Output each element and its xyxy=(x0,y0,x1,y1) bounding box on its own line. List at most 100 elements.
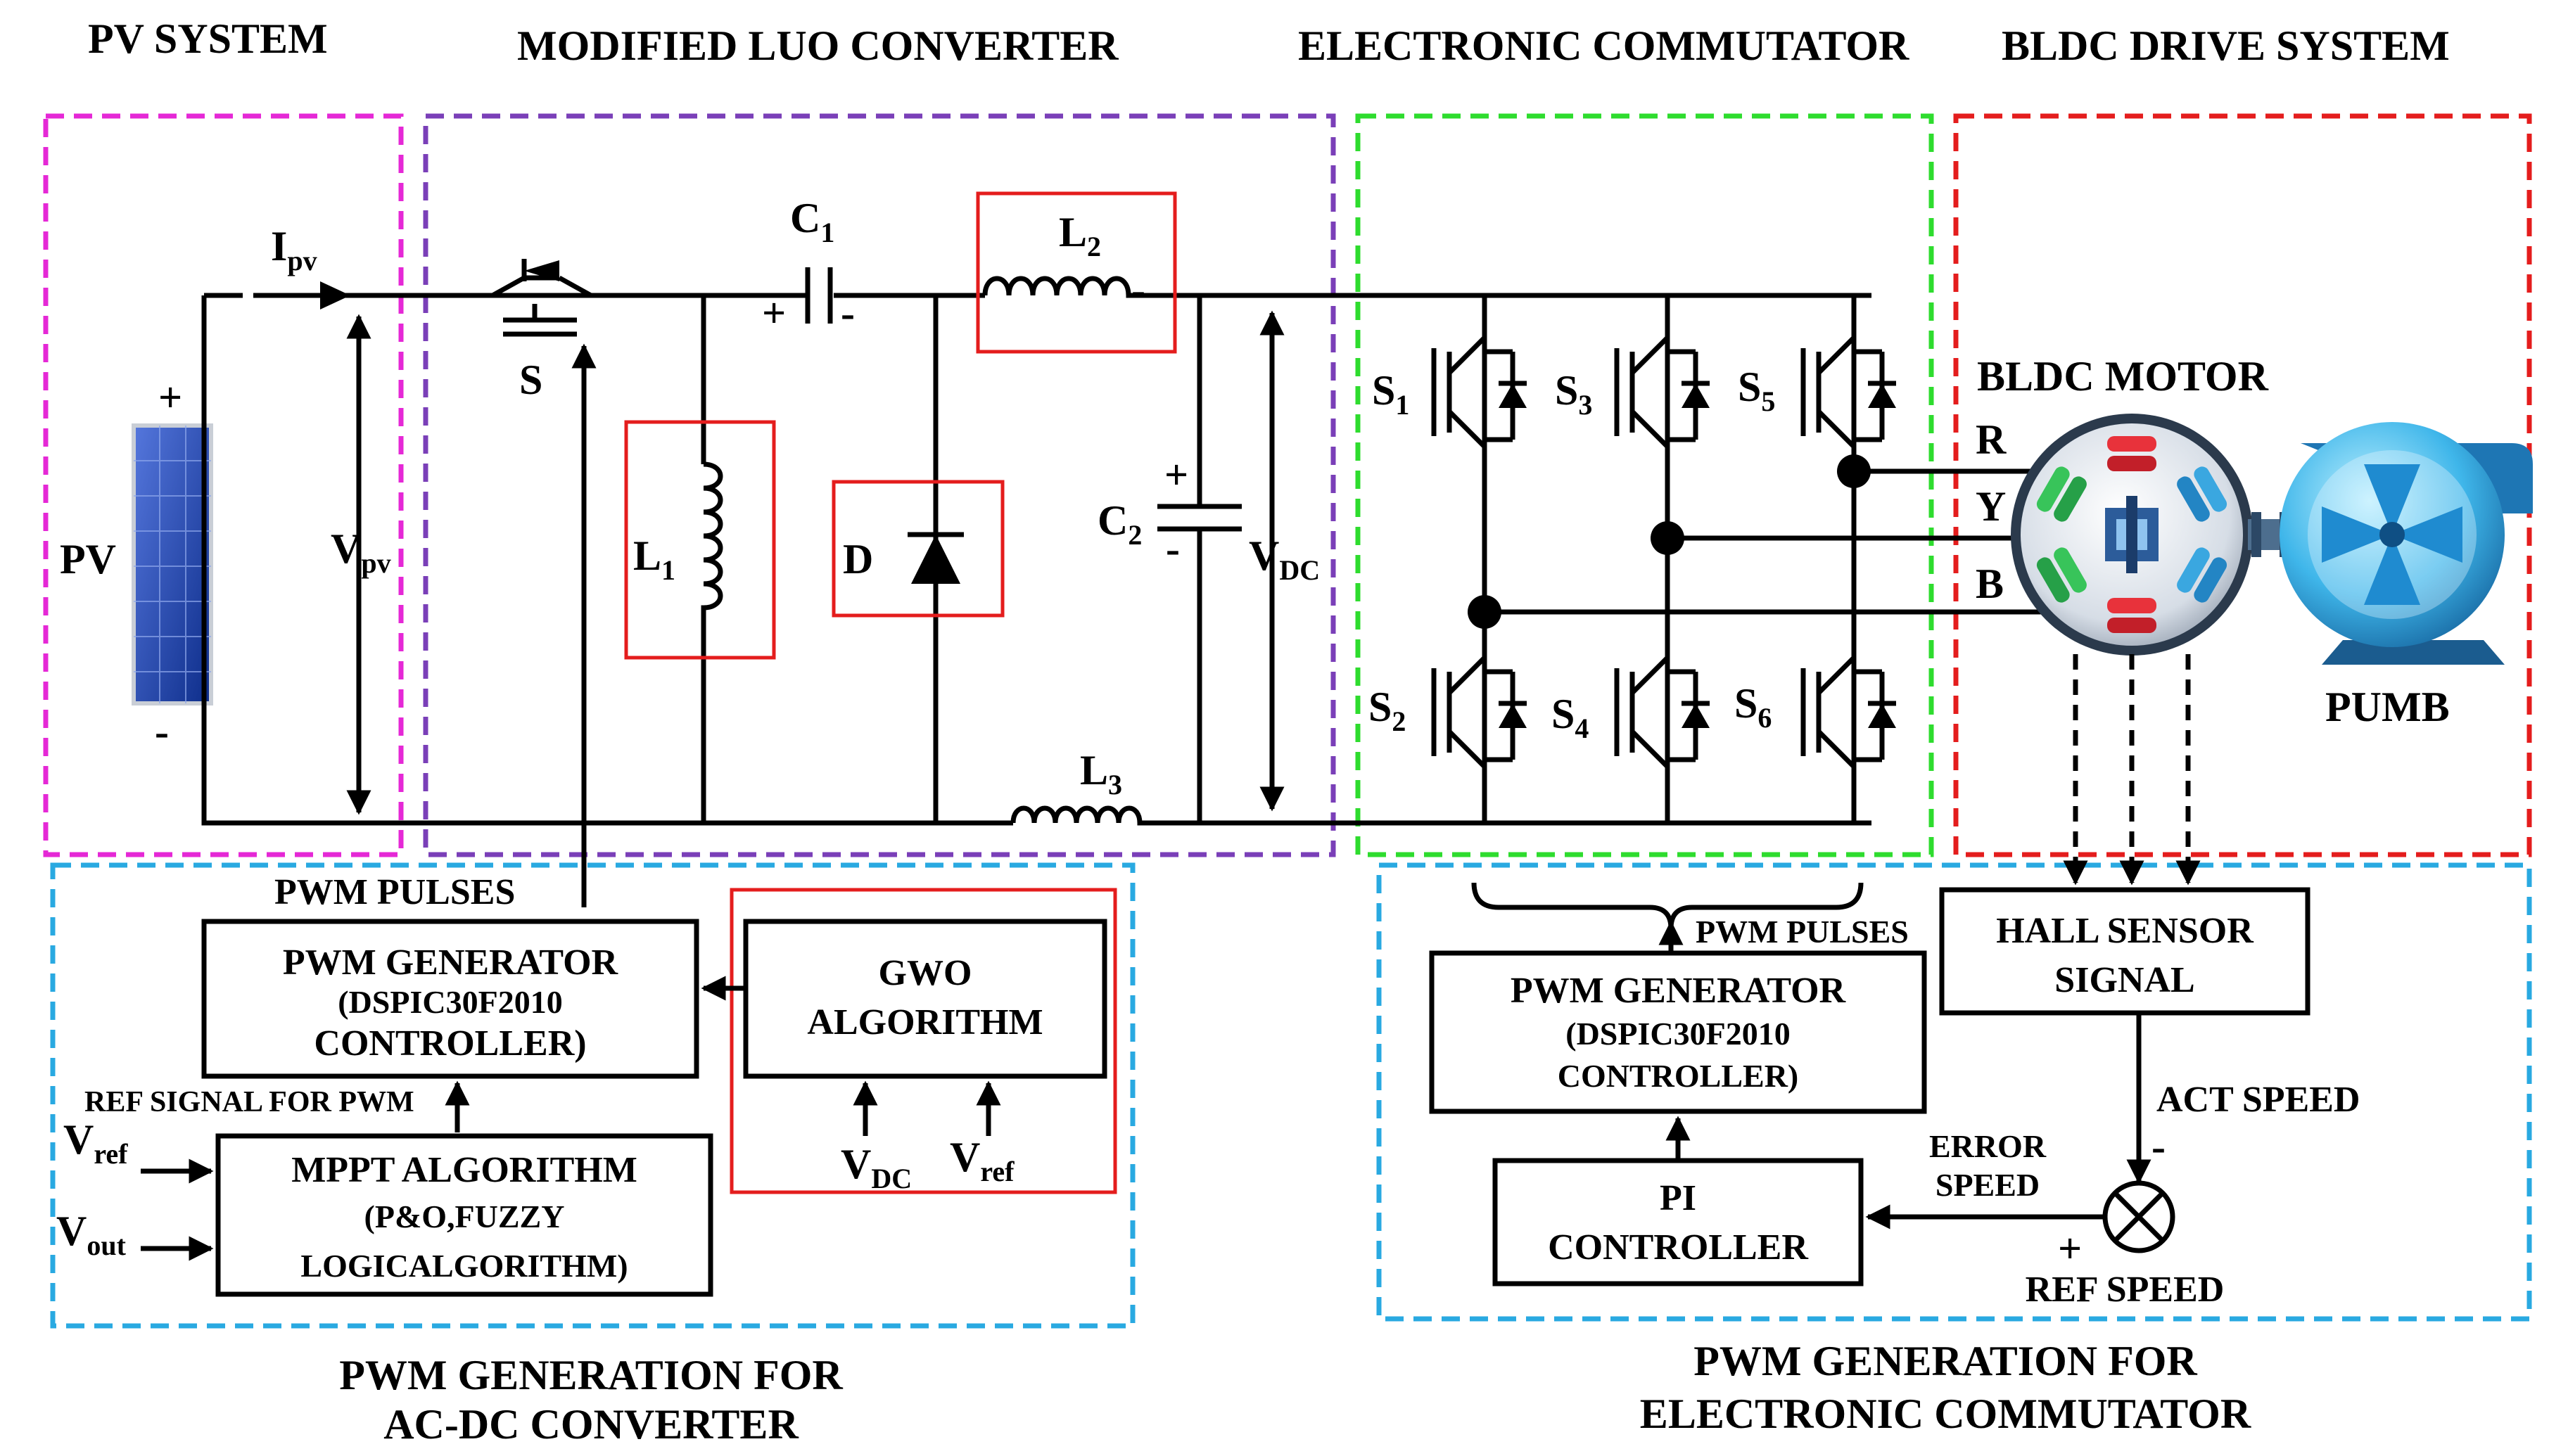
ipv-label: Ipv xyxy=(271,223,317,276)
pv-label: PV xyxy=(60,536,116,582)
gwo-line1: GWO xyxy=(879,953,972,993)
phase-r-label: R xyxy=(1976,416,2007,463)
bldc-motor-title: BLDC MOTOR xyxy=(1977,353,2269,400)
act-speed-label: ACT SPEED xyxy=(2156,1080,2360,1120)
hall-feedback-lines xyxy=(2063,654,2201,886)
vpv-label: Vpv xyxy=(331,525,391,579)
c2-plus-sign: + xyxy=(1164,452,1188,498)
right-pwm-generator-line3: CONTROLLER) xyxy=(1558,1058,1798,1094)
pwm-acdc-title-line2: AC-DC CONVERTER xyxy=(383,1401,799,1448)
gwo-highlight-box xyxy=(730,888,1117,1194)
inductor-l2-icon xyxy=(982,276,1140,298)
left-pwm-generator-box xyxy=(201,919,699,1079)
mppt-line2: (P&O,FUZZY xyxy=(364,1199,565,1234)
c2-label: C2 xyxy=(1098,497,1142,551)
switch-s-label: S xyxy=(519,357,542,403)
right-pwm-generator-line2: (DSPIC30F2010 xyxy=(1565,1016,1790,1052)
ipv-arrow-icon xyxy=(320,281,350,309)
s4-label: S4 xyxy=(1551,691,1589,744)
mppt-algorithm-box xyxy=(215,1133,713,1297)
vref-input-label: Vref xyxy=(63,1116,128,1170)
s5-label: S5 xyxy=(1738,364,1775,417)
pv-negative-bus xyxy=(201,295,1013,826)
error-speed-line1: ERROR xyxy=(1929,1128,2047,1164)
switch-s-icon xyxy=(491,259,592,337)
l1-highlight-box xyxy=(624,420,776,660)
pwm-commutator-title-line2: ELECTRONIC COMMUTATOR xyxy=(1640,1391,2251,1437)
pv-minus-sign: - xyxy=(155,708,169,755)
c1-plus-sign: + xyxy=(762,290,786,336)
gwo-algorithm-box xyxy=(743,919,1107,1079)
gwo-vref-label: Vref xyxy=(950,1134,1015,1187)
hall-sensor-line2: SIGNAL xyxy=(2054,960,2194,1000)
right-pwm-generator-line1: PWM GENERATOR xyxy=(1511,971,1847,1011)
capacitor-c2-icon xyxy=(1157,504,1242,532)
vout-input-label: Vout xyxy=(56,1208,127,1261)
hall-sensor-line1: HALL SENSOR xyxy=(1996,911,2254,951)
pwm-acdc-title-line1: PWM GENERATION FOR xyxy=(339,1352,843,1398)
phase-y-label: Y xyxy=(1976,483,2006,530)
act-speed-minus-sign: - xyxy=(2151,1123,2166,1170)
s1-label: S1 xyxy=(1372,367,1409,421)
left-pwm-pulses-label: PWM PULSES xyxy=(274,872,515,912)
bldc-motor-icon xyxy=(2011,414,2297,656)
l2-minus-sign: - xyxy=(1131,267,1145,313)
ref-speed-label: REF SPEED xyxy=(2026,1270,2225,1310)
pwm-commutator-frame xyxy=(1376,862,2532,1322)
ref-speed-plus-sign: + xyxy=(2058,1225,2082,1272)
gwo-line2: ALGORITHM xyxy=(807,1002,1043,1042)
commutator-frame xyxy=(1355,113,1934,857)
igbt-s2-icon xyxy=(1431,656,1527,769)
error-speed-line2: SPEED xyxy=(1935,1167,2040,1203)
s2-label: S2 xyxy=(1368,684,1406,737)
s3-label: S3 xyxy=(1555,367,1592,421)
pv-plus-sign: + xyxy=(158,374,182,421)
inverter-bridge xyxy=(1468,295,2051,823)
section-title-bldc: BLDC DRIVE SYSTEM xyxy=(2002,23,2450,69)
right-pwm-pulses-label: PWM PULSES xyxy=(1696,914,1909,950)
summing-junction-icon xyxy=(2102,1180,2175,1253)
vdc-label: VDC xyxy=(1249,532,1320,586)
section-title-commutator: ELECTRONIC COMMUTATOR xyxy=(1298,23,1909,69)
mppt-line3: LOGICALGORITHM) xyxy=(300,1248,628,1284)
right-pwm-generator-box xyxy=(1429,950,1927,1114)
c2-minus-sign: - xyxy=(1166,525,1180,572)
gwo-vdc-label: VDC xyxy=(841,1141,912,1194)
c1-minus-sign: - xyxy=(841,290,855,336)
capacitor-c1-icon xyxy=(805,267,833,324)
igbt-s5-icon xyxy=(1800,336,1896,449)
pump-icon xyxy=(2280,422,2533,665)
pi-controller-line2: CONTROLLER xyxy=(1548,1227,1809,1267)
l2-highlight-box xyxy=(976,191,1177,354)
igbt-s6-icon xyxy=(1800,656,1896,769)
inductor-l1-icon xyxy=(701,461,723,619)
left-pwm-generator-line1: PWM GENERATOR xyxy=(283,943,619,983)
l3-label: L3 xyxy=(1080,747,1122,800)
ref-signal-label: REF SIGNAL FOR PWM xyxy=(84,1086,414,1118)
section-title-luo: MODIFIED LUO CONVERTER xyxy=(517,23,1119,69)
pump-label: PUMB xyxy=(2325,684,2450,730)
hall-sensor-box xyxy=(1939,887,2310,1016)
igbt-s1-icon xyxy=(1431,336,1527,449)
l1-label: L1 xyxy=(633,532,675,586)
igbt-s4-icon xyxy=(1614,656,1710,769)
l2-label: L2 xyxy=(1059,209,1101,262)
left-pwm-generator-line3: CONTROLLER) xyxy=(314,1023,586,1064)
pi-controller-line1: PI xyxy=(1660,1178,1696,1218)
pwm-commutator-title-line1: PWM GENERATION FOR xyxy=(1693,1338,2197,1384)
section-title-pv: PV SYSTEM xyxy=(88,15,328,62)
pv-panel xyxy=(132,423,213,705)
mppt-line1: MPPT ALGORITHM xyxy=(291,1150,637,1190)
diode-highlight-box xyxy=(832,480,1005,618)
luo-converter-frame xyxy=(423,113,1336,857)
c1-label: C1 xyxy=(790,195,834,248)
igbt-s3-icon xyxy=(1614,336,1710,449)
pv-system-frame xyxy=(43,113,404,857)
inductor-l3-icon xyxy=(1010,805,1154,826)
s6-label: S6 xyxy=(1734,680,1772,734)
left-pwm-generator-line2: (DSPIC30F2010 xyxy=(338,984,562,1020)
diode-d-icon xyxy=(908,532,964,584)
diode-label: D xyxy=(843,536,873,582)
phase-b-label: B xyxy=(1976,561,2004,607)
